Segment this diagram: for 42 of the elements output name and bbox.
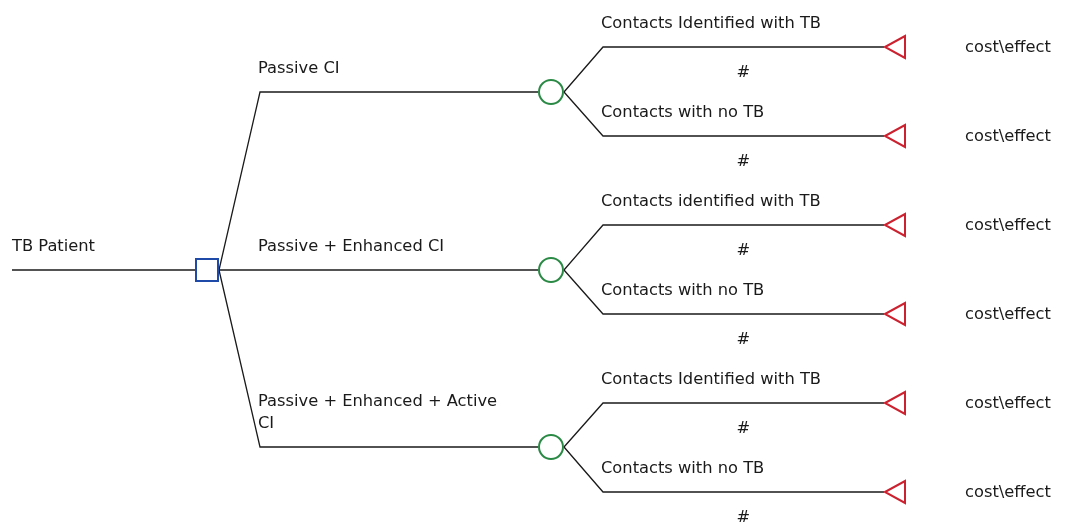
payoff-label: cost\effect <box>965 214 1051 236</box>
branch-label: Passive CI <box>258 57 341 79</box>
branch-line <box>218 91 539 271</box>
branch-label: TB Patient <box>12 235 96 257</box>
branch-label: Contacts with no TB <box>601 457 766 479</box>
payoff-label: cost\effect <box>965 303 1051 325</box>
probability-label: # <box>736 150 751 172</box>
decision-square <box>195 258 219 282</box>
chance-circle <box>538 434 564 460</box>
branch-line <box>563 224 885 271</box>
branch-line <box>563 402 885 448</box>
branch-line <box>563 91 885 137</box>
branch-label: Contacts Identified with TB <box>601 368 822 390</box>
payoff-label: cost\effect <box>965 392 1051 414</box>
terminal-triangle <box>884 302 906 326</box>
branch-line <box>563 446 885 493</box>
payoff-label: cost\effect <box>965 36 1051 58</box>
branch-label: Contacts Identified with TB <box>601 12 822 34</box>
probability-label: # <box>736 328 751 350</box>
branch-label: Contacts with no TB <box>601 279 766 301</box>
probability-label: # <box>736 239 751 261</box>
branch-label: Passive + Enhanced CI <box>258 235 446 257</box>
branch-line <box>563 46 885 93</box>
probability-label: # <box>736 506 751 528</box>
terminal-triangle <box>884 480 906 504</box>
branch-line <box>218 269 539 448</box>
terminal-triangle <box>884 213 906 237</box>
branch-line <box>11 269 196 271</box>
payoff-label: cost\effect <box>965 125 1051 147</box>
payoff-label: cost\effect <box>965 481 1051 503</box>
terminal-triangle <box>884 35 906 59</box>
branch-line <box>563 269 885 315</box>
branch-line <box>218 269 539 271</box>
branch-label: Passive + Enhanced + Active CI <box>258 390 499 434</box>
branch-label: Contacts identified with TB <box>601 190 822 212</box>
terminal-triangle <box>884 391 906 415</box>
branch-label: Contacts with no TB <box>601 101 766 123</box>
probability-label: # <box>736 417 751 439</box>
chance-circle <box>538 79 564 105</box>
terminal-triangle <box>884 124 906 148</box>
probability-label: # <box>736 61 751 83</box>
chance-circle <box>538 257 564 283</box>
